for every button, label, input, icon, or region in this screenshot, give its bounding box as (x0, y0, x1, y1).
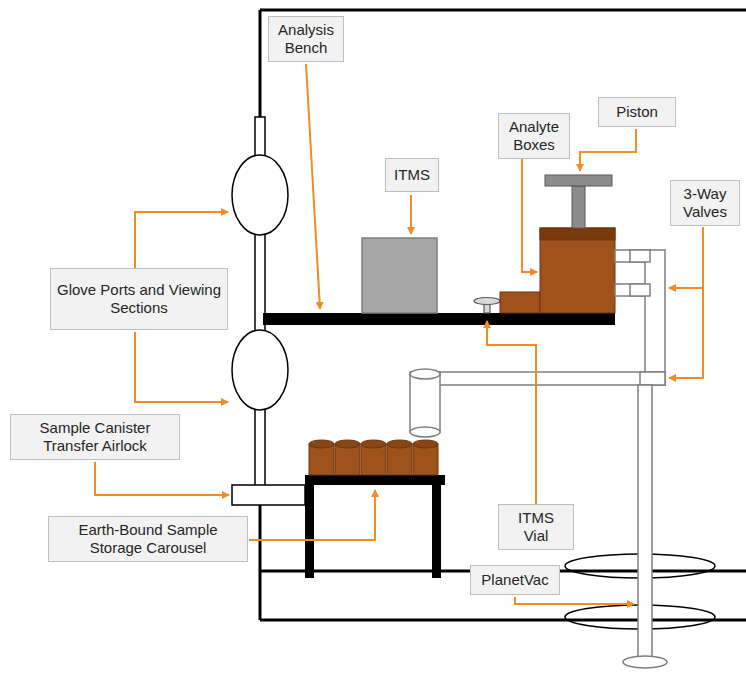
drawing-part (545, 175, 612, 186)
drawing-part (515, 597, 634, 604)
callout-label: Earth-Bound Sample Storage Carousel (55, 521, 241, 557)
drawing-part (474, 298, 500, 305)
sample-canister (413, 444, 438, 475)
sample-canister (309, 444, 334, 475)
sample-canisters (309, 440, 438, 475)
sample-canister (335, 444, 360, 475)
callout-label: Glove Ports and Viewing Sections (57, 281, 221, 317)
drawing-part (410, 195, 412, 234)
sample-canister (361, 444, 386, 475)
planetvac (565, 385, 715, 668)
drawing-part (669, 227, 703, 288)
callout-box: Earth-Bound Sample Storage Carousel (48, 516, 248, 562)
drawing-part (669, 288, 703, 378)
canister-lid (361, 440, 386, 448)
callout-box: ITMS Vial (498, 504, 574, 550)
drawing-part (305, 485, 314, 578)
callout-label: Sample Canister Transfer Airlock (17, 419, 173, 455)
drawing-part (135, 212, 228, 268)
itms-unit (362, 238, 437, 313)
drawing-part (95, 462, 229, 495)
drawing-part (305, 475, 445, 485)
drawing-part (232, 485, 305, 505)
pipe (410, 250, 665, 437)
drawing-part (572, 186, 585, 228)
drawing-part (615, 284, 650, 296)
drawing-part (645, 250, 665, 385)
drawing-part (232, 155, 288, 235)
drawing-part (410, 427, 440, 437)
drawing-part (260, 9, 746, 12)
drawing-part (580, 129, 636, 171)
enclosure-wall (260, 10, 746, 620)
drawing-part (638, 385, 652, 660)
drawing-part (135, 332, 228, 402)
drawing-part (249, 490, 375, 540)
drawing-part (410, 372, 440, 432)
callout-label: Piston (616, 103, 658, 121)
canister-lid (413, 440, 438, 448)
glove-port-column (232, 117, 305, 505)
itms-vial (474, 298, 500, 314)
callout-box: Analyte Boxes (498, 113, 570, 159)
drawing-part (500, 292, 540, 313)
drawing-part (259, 505, 262, 620)
drawing-part (522, 158, 537, 272)
drawing-part (630, 284, 650, 296)
callout-box: Analysis Bench (268, 16, 344, 62)
drawing-part (418, 372, 665, 385)
canister-lid (309, 440, 334, 448)
sample-canister (387, 444, 412, 475)
callout-label: ITMS (394, 166, 430, 184)
callout-box: ITMS (385, 158, 439, 192)
callout-box: Piston (598, 97, 676, 127)
drawing-part (410, 369, 440, 379)
analyte-boxes (500, 228, 615, 313)
drawing-part (232, 330, 288, 410)
piston (545, 175, 612, 228)
drawing-part (623, 656, 667, 668)
drawing-part (540, 228, 615, 313)
callout-box: PlanetVac (470, 565, 560, 595)
drawing-part (259, 10, 262, 117)
drawing-part (255, 408, 265, 486)
callout-label: Analyte Boxes (505, 118, 563, 154)
drawing-part (640, 372, 665, 385)
drawing-part (487, 321, 536, 504)
drawing-part (255, 117, 265, 157)
callout-box: 3-Way Valves (670, 180, 740, 226)
canister-lid (387, 440, 412, 448)
bench (263, 313, 615, 325)
callout-label: 3-Way Valves (677, 185, 733, 221)
drawing-part (630, 250, 650, 262)
drawing-part (432, 485, 441, 578)
drawing-part (260, 619, 746, 622)
canister-lid (335, 440, 360, 448)
callout-box: Glove Ports and Viewing Sections (50, 268, 228, 330)
callout-label: ITMS Vial (505, 509, 567, 545)
drawing-part (615, 250, 650, 262)
drawing-part (306, 64, 320, 309)
callout-label: PlanetVac (481, 571, 548, 589)
drawing-part (540, 228, 615, 240)
callout-label: Analysis Bench (275, 21, 337, 57)
callout-box: Sample Canister Transfer Airlock (10, 414, 180, 460)
